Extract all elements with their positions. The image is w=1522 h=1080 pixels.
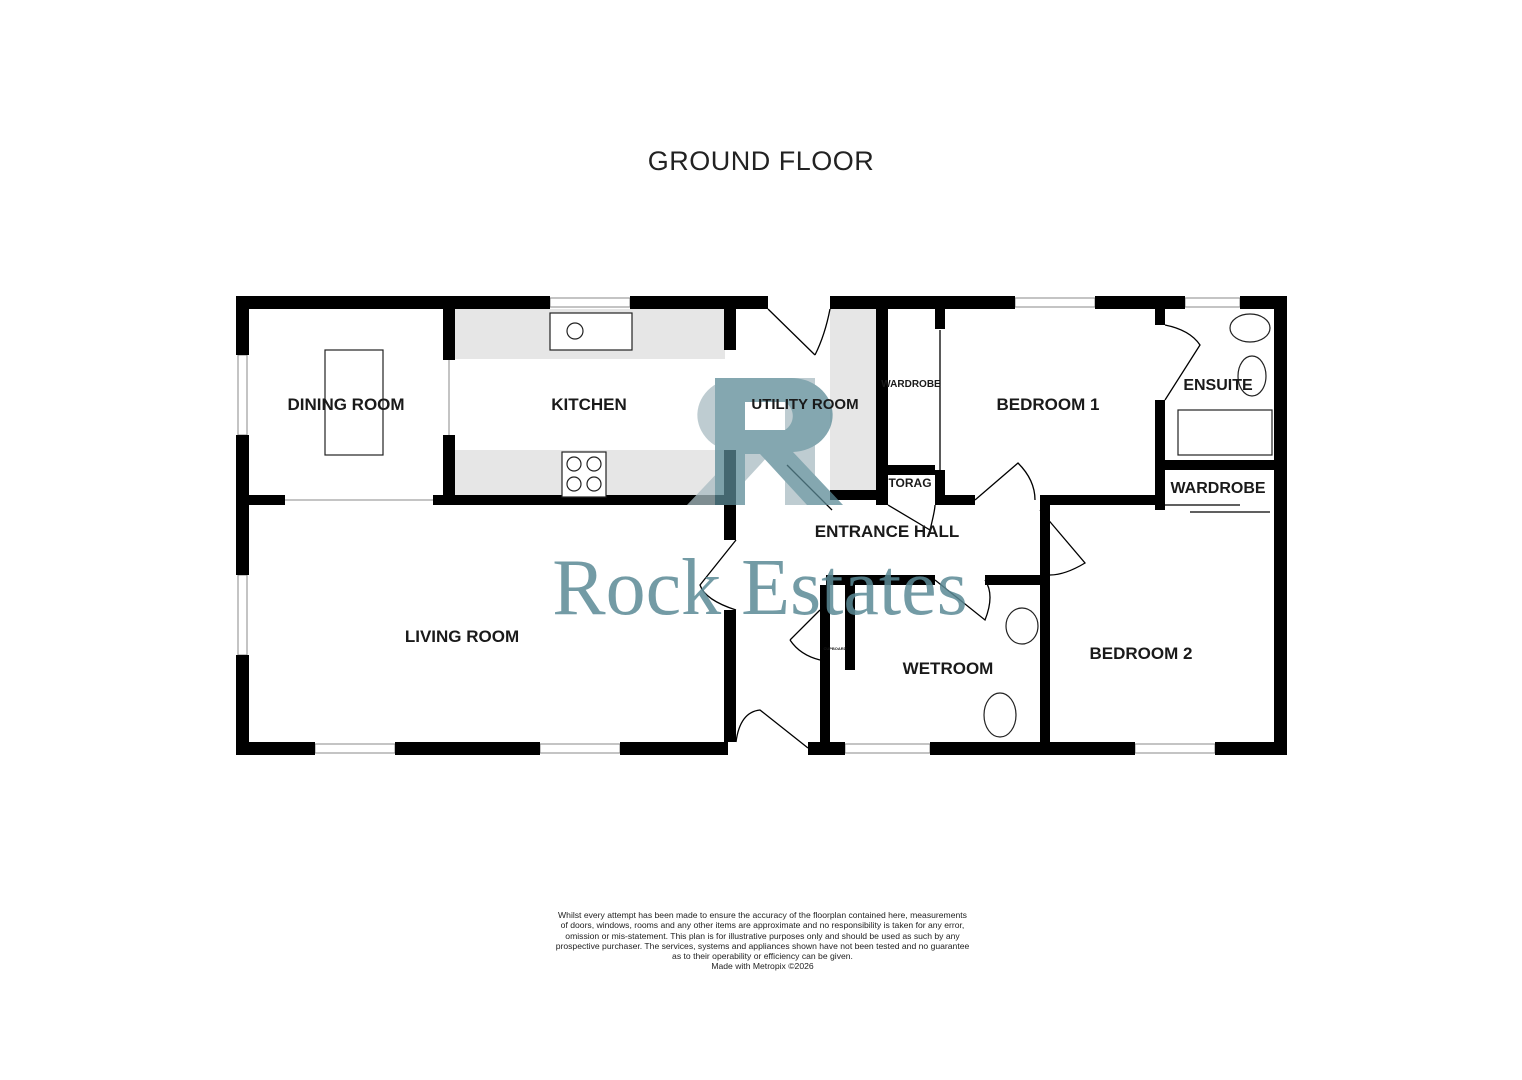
doors — [699, 308, 1270, 749]
label-wetroom: WETROOM — [903, 659, 994, 678]
toilet-icon — [983, 692, 1017, 738]
room-labels: DINING ROOM KITCHEN UTILITY ROOM WARDROB… — [287, 377, 1265, 678]
fixtures — [324, 312, 1273, 738]
label-wardrobe: WARDROBE — [881, 379, 941, 390]
label-dining-room: DINING ROOM — [287, 395, 404, 414]
disclaimer-credit: Made with Metropix ©2026 — [711, 961, 814, 972]
label-utility-room: UTILITY ROOM — [751, 396, 858, 413]
label-kitchen: KITCHEN — [551, 395, 627, 414]
disclaimer-line: Whilst every attempt has been made to en… — [558, 910, 967, 920]
disclaimer-line: omission or mis-statement. This plan is … — [565, 930, 960, 941]
shower-icon — [1177, 409, 1273, 456]
label-cupboard: CUPBOARD — [823, 646, 846, 651]
label-entrance-hall: ENTRANCE HALL — [815, 522, 960, 541]
disclaimer-line: as to their operability or efficiency ca… — [672, 951, 853, 962]
disclaimer-line: prospective purchaser. The services, sys… — [555, 940, 970, 951]
basin-icon — [1237, 355, 1267, 397]
dining-table-icon — [324, 349, 384, 456]
walls — [236, 296, 1287, 755]
windows — [237, 297, 1241, 754]
toilet-icon — [1229, 313, 1271, 343]
label-living-room: LIVING ROOM — [405, 627, 519, 646]
basin-icon — [1005, 607, 1039, 645]
disclaimer-line: of doors, windows, rooms and any other i… — [560, 920, 965, 931]
label-bedroom-1: BEDROOM 1 — [997, 395, 1100, 414]
disclaimer: Whilst every attempt has been made to en… — [530, 910, 995, 972]
floor-title: GROUND FLOOR — [647, 146, 875, 176]
label-bedroom-2: BEDROOM 2 — [1090, 644, 1193, 663]
label-storage: TORAG — [888, 476, 931, 490]
label-wardrobe: WARDROBE — [1170, 480, 1265, 497]
watermark-text: Rock Estates — [552, 544, 967, 632]
sink-icon — [549, 312, 633, 351]
label-ensuite: ENSUITE — [1183, 377, 1253, 394]
watermark-logo — [687, 377, 843, 505]
